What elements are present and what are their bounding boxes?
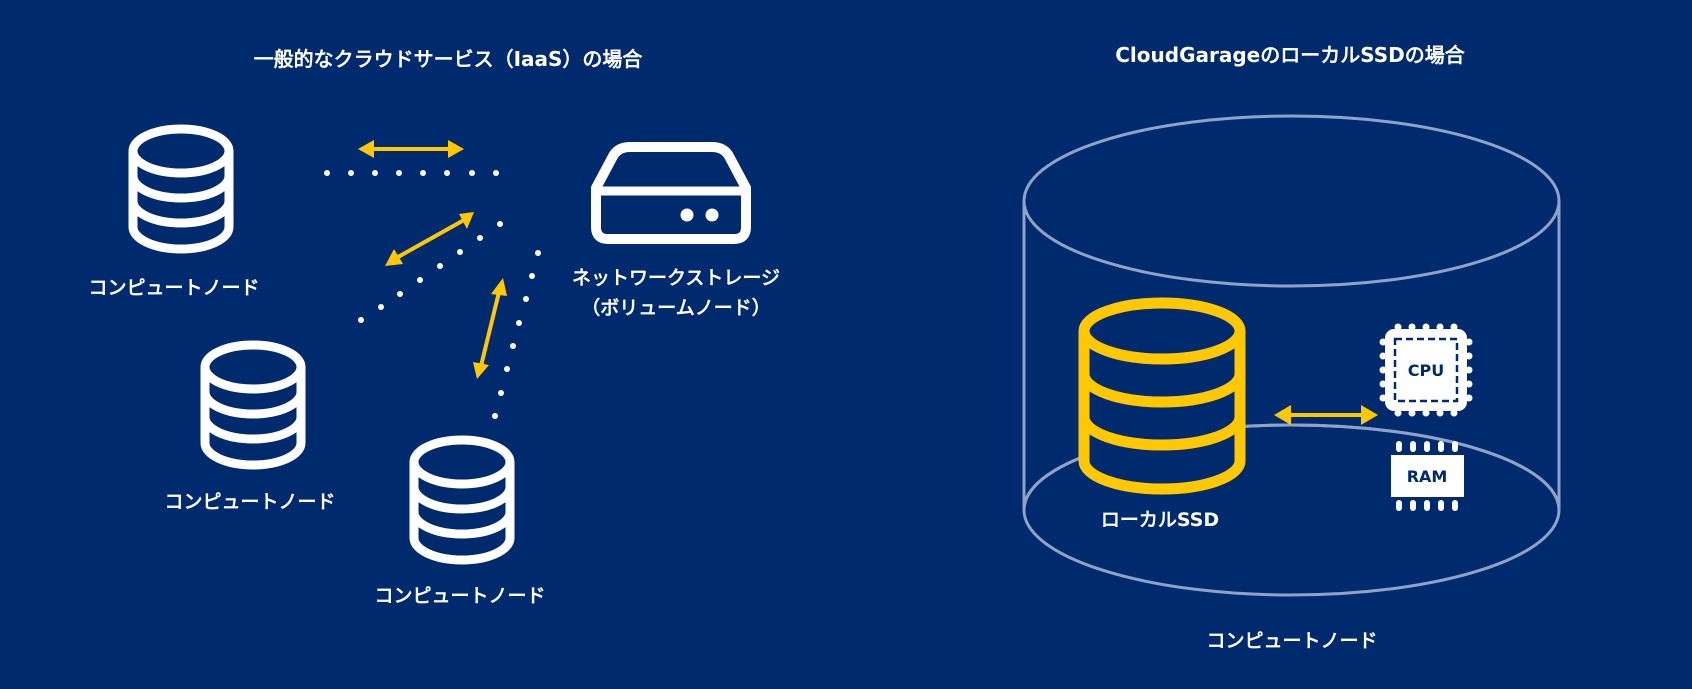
dotted-link-node1 — [324, 170, 499, 176]
ram-module-icon — [1391, 441, 1464, 511]
compute-node-label: コンピュートノード — [374, 585, 545, 607]
database-icon — [414, 440, 510, 560]
bidirectional-arrow-icon — [1274, 405, 1378, 425]
left-panel-title: 一般的なクラウドサービス（IaaS）の場合 — [254, 47, 644, 71]
ram: RAM — [1391, 441, 1464, 511]
right-panel-title: CloudGarageのローカルSSDの場合 — [1115, 43, 1465, 67]
storage-label-line1: ネットワークストレージ — [572, 267, 780, 289]
ram-label: RAM — [1407, 467, 1448, 486]
compute-node-container-icon — [1022, 114, 1561, 597]
compute-node-label: コンピュートノード — [88, 277, 259, 299]
storage-label-line2: （ボリュームノード） — [581, 296, 770, 319]
local-ssd: ローカルSSD — [1078, 297, 1246, 531]
compute-node-label: コンピュートノード — [164, 491, 335, 513]
dotted-link-node3 — [492, 250, 541, 419]
cpu: CPU — [1379, 323, 1473, 417]
database-icon — [1078, 297, 1246, 496]
container-label: コンピュートノード — [1206, 630, 1377, 652]
local-ssd-label: ローカルSSD — [1101, 509, 1219, 531]
dotted-link-node2 — [358, 221, 503, 323]
database-icon — [133, 129, 229, 249]
storage-drive-icon — [591, 142, 751, 244]
compute-node-3: コンピュートノード — [374, 440, 546, 607]
bidirectional-arrow-icon — [473, 278, 507, 379]
cpu-chip-icon — [1379, 323, 1473, 417]
database-icon — [205, 345, 301, 465]
cpu-label: CPU — [1408, 361, 1444, 380]
compute-node-1: コンピュートノード — [88, 129, 260, 299]
compute-node-2: コンピュートノード — [164, 345, 336, 513]
bidirectional-arrow-icon — [385, 212, 474, 266]
bidirectional-arrow-icon — [358, 140, 464, 158]
network-storage: ネットワークストレージ （ボリュームノード） — [572, 142, 780, 319]
